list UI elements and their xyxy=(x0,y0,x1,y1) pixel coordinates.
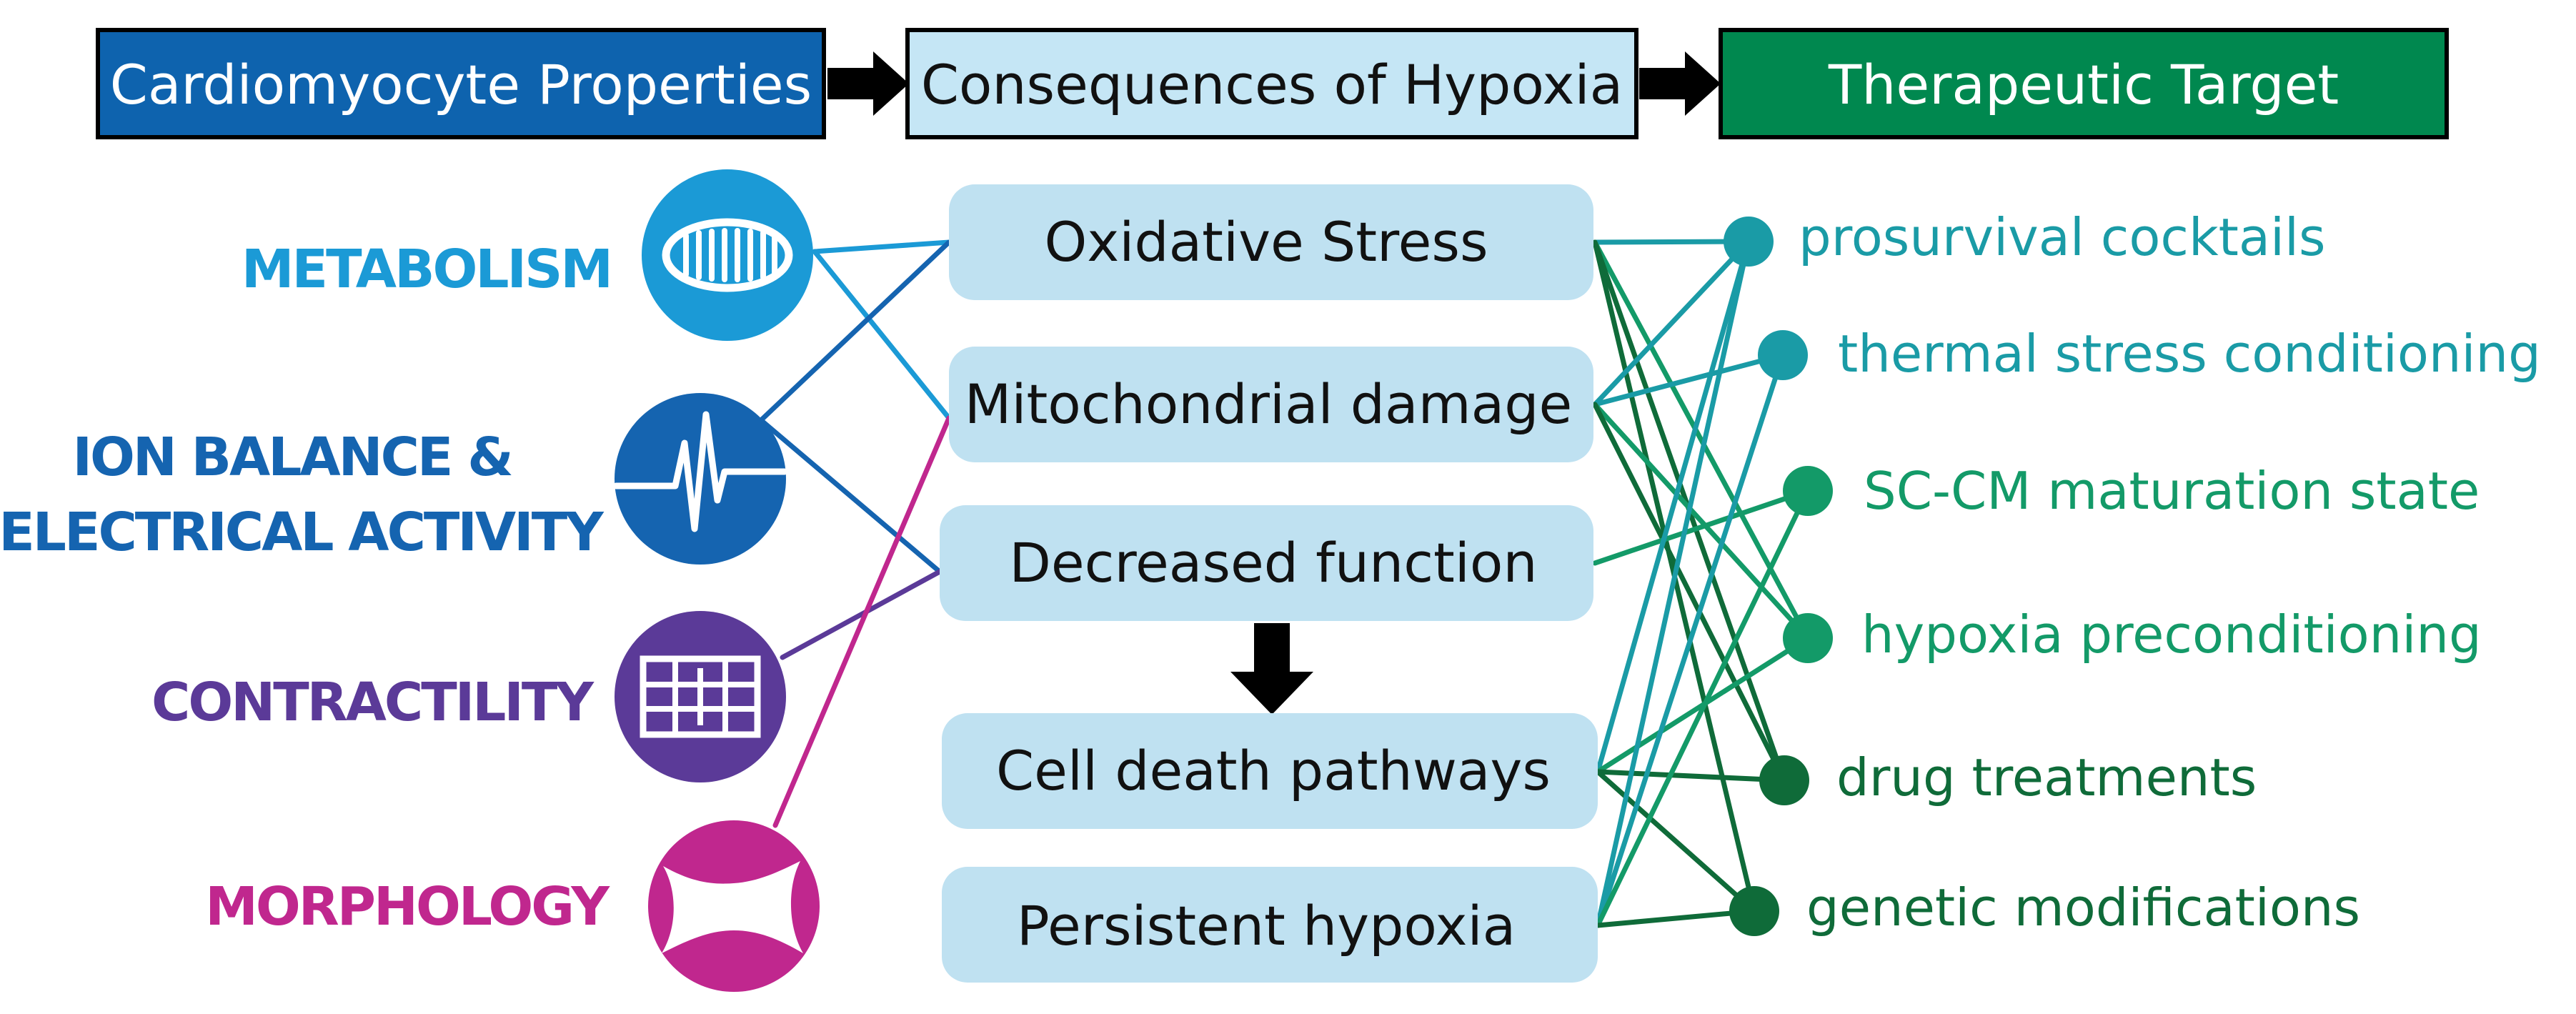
consequence-boxes: Oxidative Stress Mitochondrial damage De… xyxy=(940,184,1598,983)
consequence-label-mito: Mitochondrial damage xyxy=(965,372,1572,436)
sarcomere-icon xyxy=(615,611,786,782)
target-node-thermal xyxy=(1758,330,1808,380)
link-metabolism-to-mito xyxy=(812,249,952,421)
property-labels: METABOLISM ION BALANCE & ELECTRICAL ACTI… xyxy=(0,239,613,938)
link-mito-to-hypoxiapre xyxy=(1592,402,1811,641)
header-target-box xyxy=(1719,28,2449,139)
link-celldeath-to-genetic xyxy=(1595,769,1757,914)
header-arrow-2 xyxy=(1639,51,1721,116)
down-arrow xyxy=(1230,623,1313,715)
target-node-genetic xyxy=(1729,886,1779,936)
ecg-icon xyxy=(612,393,788,565)
header-consequences-label: Consequences of Hypoxia xyxy=(921,53,1623,116)
consequence-box-persistent xyxy=(942,867,1598,983)
link-decreased-to-sccm xyxy=(1592,488,1811,566)
consequence-label-persistent: Persistent hypoxia xyxy=(1017,894,1516,958)
link-mito-to-thermal xyxy=(1592,352,1786,407)
header-properties-label: Cardiomyocyte Properties xyxy=(110,53,812,116)
header-row: Cardiomyocyte Properties Consequences of… xyxy=(96,28,2449,139)
consequence-box-decreased xyxy=(940,505,1593,621)
property-label-ion: ION BALANCE & ELECTRICAL ACTIVITY xyxy=(0,427,605,563)
cell-shape-icon xyxy=(648,820,820,992)
connector-lines xyxy=(758,239,1811,928)
target-label-genetic: genetic modifications xyxy=(1806,878,2360,938)
consequence-box-celldeath xyxy=(942,713,1598,829)
link-persistent-to-prosurvival xyxy=(1595,239,1751,928)
target-node-prosurvival xyxy=(1724,217,1774,267)
target-label-drug: drug treatments xyxy=(1836,747,2257,807)
link-mito-to-drug xyxy=(1592,402,1787,783)
link-persistent-to-thermal xyxy=(1595,352,1786,928)
header-arrow-1 xyxy=(827,51,909,116)
link-ion-to-decreased xyxy=(758,417,943,575)
target-label-hypoxiapre: hypoxia preconditioning xyxy=(1861,605,2482,665)
header-consequences-box xyxy=(905,28,1638,139)
link-ion-to-oxidative xyxy=(758,239,952,423)
target-node-drug xyxy=(1759,755,1809,805)
link-mito-to-prosurvival xyxy=(1592,239,1751,407)
target-label-thermal: thermal stress conditioning xyxy=(1838,324,2541,384)
link-celldeath-to-prosurvival xyxy=(1595,239,1751,775)
link-oxidative-to-hypoxiapre xyxy=(1592,239,1811,641)
consequence-label-decreased: Decreased function xyxy=(1009,531,1537,595)
link-persistent-to-sccm xyxy=(1595,488,1811,928)
target-label-prosurvival: prosurvival cocktails xyxy=(1799,207,2326,267)
property-label-contractility: CONTRACTILITY xyxy=(151,672,595,733)
consequence-label-oxidative: Oxidative Stress xyxy=(1044,210,1488,274)
consequence-box-mito xyxy=(949,347,1593,462)
link-persistent-to-genetic xyxy=(1595,908,1757,928)
header-properties-box xyxy=(96,28,826,139)
property-label-morphology: MORPHOLOGY xyxy=(205,876,610,938)
target-label-sccm: SC-CM maturation state xyxy=(1864,461,2480,521)
target-nodes: prosurvival cocktails thermal stress con… xyxy=(1724,207,2541,938)
link-celldeath-to-drug xyxy=(1595,769,1787,783)
header-target-label: Therapeutic Target xyxy=(1828,53,2339,116)
consequence-label-celldeath: Cell death pathways xyxy=(996,739,1551,802)
consequence-box-oxidative xyxy=(949,184,1593,300)
target-node-sccm xyxy=(1783,466,1833,516)
link-metabolism-to-oxidative xyxy=(812,239,952,254)
link-contractility-to-decreased xyxy=(780,569,943,660)
link-morphology-to-mito xyxy=(772,415,952,828)
property-label-metabolism: METABOLISM xyxy=(242,239,611,300)
target-node-hypoxiapre xyxy=(1783,613,1833,663)
mitochondrion-icon xyxy=(642,169,813,341)
